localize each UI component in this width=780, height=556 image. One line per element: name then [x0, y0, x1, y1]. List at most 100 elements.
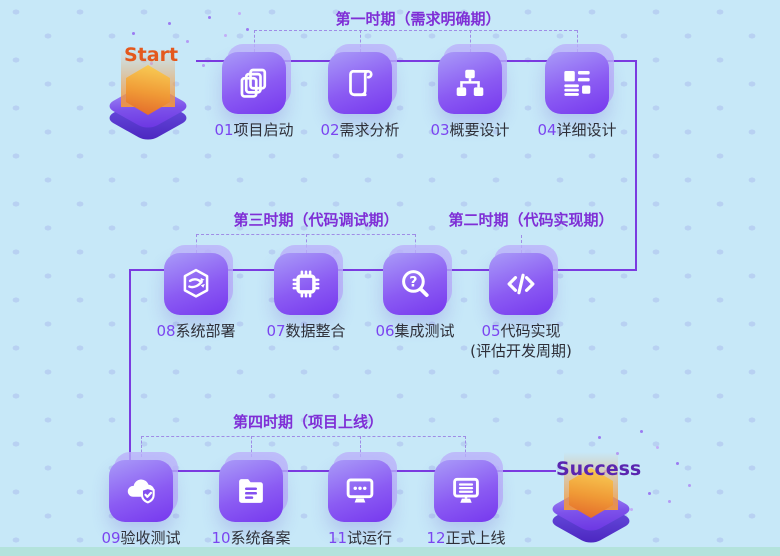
period4-drop: [465, 436, 466, 457]
cloud-shield-check-icon: [127, 479, 155, 504]
start-platform: [100, 49, 196, 147]
step-tile: [438, 52, 502, 114]
step-07: 07数据整合: [266, 253, 346, 340]
step-label: 系统部署: [175, 322, 236, 340]
step-tile: [328, 52, 392, 114]
step-tile: ?: [383, 253, 447, 315]
period1-drop: [470, 30, 471, 52]
step-caption: 06集成测试: [375, 321, 454, 341]
step-tile: [109, 460, 173, 522]
step-label: 项目启动: [233, 121, 294, 139]
step-label: 需求分析: [339, 121, 400, 139]
connector-right-vertical: [635, 60, 637, 271]
step-number: 02: [320, 121, 340, 139]
period1-title: 第一时期（需求明确期）: [335, 10, 501, 28]
period1-drop: [254, 30, 255, 52]
step-caption: 01项目启动: [214, 120, 293, 140]
step-08: 08系统部署: [156, 253, 236, 340]
step-caption: 08系统部署: [156, 321, 235, 341]
step-05: 05代码实现 (评估开发周期): [470, 253, 572, 360]
step-caption: 04详细设计: [537, 120, 616, 140]
step-caption: 11试运行: [328, 528, 392, 548]
step-label: 系统备案: [230, 529, 291, 547]
connector-row1: [196, 60, 637, 62]
period4-drop: [141, 436, 142, 457]
step-tile: [434, 460, 498, 522]
step-caption: 10系统备案: [211, 528, 290, 548]
step-10: 10系统备案: [211, 460, 291, 547]
deploy-icon: [183, 268, 209, 298]
step-number: 12: [426, 529, 446, 547]
scroll-icon: [349, 69, 373, 97]
step-caption: 12正式上线: [426, 528, 505, 548]
step-04: 04详细设计: [537, 52, 617, 139]
step-label: 代码实现: [500, 322, 561, 340]
search-question-icon: ?: [402, 270, 429, 297]
monitor-lines-icon: [453, 477, 479, 503]
step-caption: 09验收测试: [101, 528, 180, 548]
step-number: 01: [214, 121, 234, 139]
success-particles: [0, 0, 3, 3]
step-label: 正式上线: [445, 529, 506, 547]
period3-bracket: [196, 234, 415, 235]
period2-title: 第二时期（代码实现期）: [448, 211, 614, 229]
code-icon: [507, 273, 535, 295]
period4-drop: [360, 436, 361, 457]
period3-drop: [415, 234, 416, 253]
step-number: 09: [101, 529, 121, 547]
step-number: 08: [156, 322, 176, 340]
step-02: 02需求分析: [320, 52, 400, 139]
step-number: 07: [266, 322, 286, 340]
success-platform: [543, 452, 639, 550]
step-number: 03: [430, 121, 450, 139]
step-12: 12正式上线: [426, 460, 506, 547]
period3-drop: [306, 234, 307, 253]
step-caption: 05代码实现 (评估开发周期): [470, 321, 572, 362]
step-number: 04: [537, 121, 557, 139]
step-01: 01项目启动: [214, 52, 294, 139]
bottom-accent-strip: [0, 547, 780, 556]
period4-title: 第四时期（项目上线）: [232, 413, 384, 431]
layout-icon: [564, 70, 591, 96]
step-number: 06: [375, 322, 395, 340]
period3-drop: [196, 234, 197, 253]
step-number: 10: [211, 529, 231, 547]
step-label: 集成测试: [394, 322, 455, 340]
start-label: Start: [124, 44, 179, 66]
chip-icon: [292, 270, 320, 298]
step-06: ? 06集成测试: [375, 253, 455, 340]
step-label: 试运行: [347, 529, 393, 547]
step-sublabel: (评估开发周期): [470, 342, 572, 361]
period3-title: 第三时期（代码调试期）: [233, 211, 399, 229]
step-tile: [164, 253, 228, 315]
period2-drop: [521, 235, 522, 253]
connector-left-vertical: [129, 269, 131, 472]
step-label: 详细设计: [556, 121, 617, 139]
sitemap-icon: [456, 69, 484, 96]
step-caption: 03概要设计: [430, 120, 509, 140]
monitor-dots-icon: [346, 478, 374, 503]
step-09: 09验收测试: [101, 460, 181, 547]
step-label: 概要设计: [449, 121, 510, 139]
step-caption: 02需求分析: [320, 120, 399, 140]
step-03: 03概要设计: [430, 52, 510, 139]
step-tile: [274, 253, 338, 315]
step-tile: [489, 253, 553, 315]
step-number: 05: [481, 322, 501, 340]
period4-drop: [251, 436, 252, 457]
step-tile: [545, 52, 609, 114]
svg-text:?: ?: [409, 274, 417, 290]
period4-bracket: [141, 436, 466, 437]
folder-document-icon: [239, 479, 263, 503]
step-caption: 07数据整合: [266, 321, 345, 341]
step-tile: [328, 460, 392, 522]
period1-bracket: [254, 30, 577, 31]
document-stack-icon: [240, 68, 267, 98]
period1-drop: [360, 30, 361, 52]
success-label: Success: [556, 458, 642, 480]
step-11: 11试运行: [328, 460, 392, 547]
step-label: 验收测试: [120, 529, 181, 547]
step-number: 11: [327, 529, 348, 547]
period1-drop: [577, 30, 578, 52]
